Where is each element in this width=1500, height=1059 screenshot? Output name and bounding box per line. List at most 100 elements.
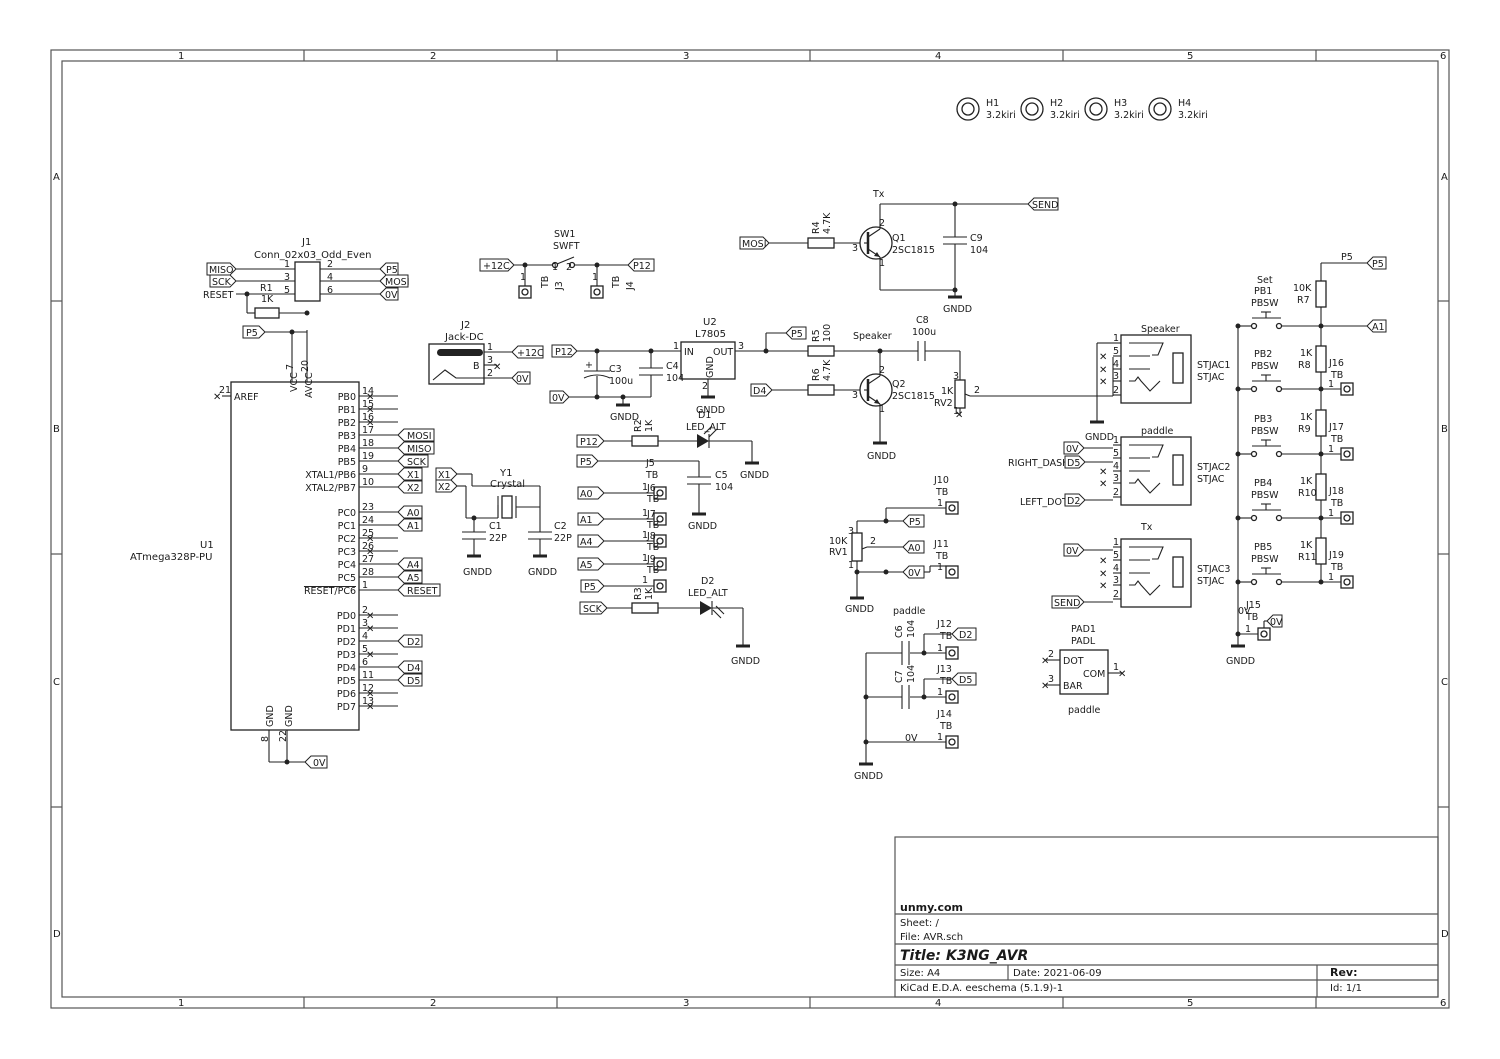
j2-0v-text: 0V — [516, 374, 529, 385]
title-block-size: Size: A4 — [900, 968, 940, 979]
tb-value: TB — [646, 520, 659, 531]
u1-pin-number: 3 — [362, 618, 368, 629]
button-value: PBSW — [1251, 490, 1279, 501]
c5-p5-text: P5 — [580, 457, 592, 468]
ladder-j-value: TB — [1330, 498, 1343, 509]
button-contact — [1275, 514, 1283, 522]
h2-value: 3.2kiri — [1050, 110, 1080, 121]
u1-pin-label: PC0 — [338, 508, 356, 519]
q1-pin2: 2 — [879, 218, 885, 229]
u2-gnd: GND — [705, 356, 716, 378]
u2-value: L7805 — [695, 329, 726, 340]
tb-net-label-tag — [577, 534, 605, 548]
u1-net-label-tag — [397, 660, 423, 674]
pad1-nc-com: ✕ — [1118, 669, 1126, 680]
r4-resistor — [807, 237, 835, 249]
rv1-pin1: 1 — [848, 560, 854, 571]
q2-gndd: GNDD — [867, 451, 896, 462]
rv2-potentiometer — [954, 379, 966, 409]
j15-value: TB — [1245, 612, 1258, 623]
u1-pin-number: 13 — [362, 696, 374, 707]
u1-no-connect: ✕ — [366, 547, 374, 558]
c6-value: 104 — [906, 620, 917, 638]
j-p5-row-pin: 1 — [642, 575, 648, 586]
c5-ref: C5 — [715, 470, 728, 481]
u1-net-label-tag — [397, 570, 423, 584]
q1-gndd: GNDD — [943, 304, 972, 315]
j2-n1: 1 — [487, 342, 493, 353]
col-label-6-bottom: 6 — [1440, 998, 1446, 1009]
ladder-r-value: 1K — [1300, 348, 1313, 359]
tb-pin: 1 — [642, 553, 648, 564]
j13-d5-text: D5 — [959, 675, 972, 686]
j15-0v-label: 0V — [1266, 614, 1283, 628]
title-block-tool: KiCad E.D.A. eeschema (5.1.9)-1 — [900, 983, 1063, 994]
u1-pin-number: 9 — [362, 464, 368, 475]
q1-send-text: SEND — [1032, 200, 1058, 211]
col-label-5-bottom: 5 — [1187, 998, 1193, 1009]
stjac2-d2-text: D2 — [1067, 496, 1080, 507]
col-label-2-bottom: 2 — [430, 998, 436, 1009]
title-block-company: unmy.com — [900, 901, 963, 914]
ladder-j-ref: J19 — [1328, 550, 1344, 561]
u1-no-connect: ✕ — [366, 611, 374, 622]
d1-p12-label: P12 — [576, 434, 605, 448]
u1-pin-number: 17 — [362, 425, 374, 436]
u1-no-connect: ✕ — [366, 392, 374, 403]
u1-vcc-num: 7 — [285, 364, 296, 370]
tb-net-label-tag — [577, 557, 605, 571]
u1-pin-label: PD5 — [337, 676, 356, 687]
stjac3-0v-label: 0V — [1063, 543, 1085, 557]
u1-pin-label: RESET/PC6 — [304, 586, 356, 597]
tb-ref: J6 — [646, 483, 656, 494]
u1-atmega328p: U1 ATmega328P-PU AREF 21 ✕ VCC AVCC 7 20… — [130, 330, 441, 769]
j3-tb: TB — [540, 276, 551, 289]
j1-value: Conn_02x03_Odd_Even — [254, 250, 371, 261]
button-ref: PB1 — [1254, 286, 1272, 297]
stjac-no-connect: ✕ — [1099, 467, 1107, 478]
tb-net-label: A5 — [580, 560, 593, 571]
u1-net-label-tag — [397, 583, 441, 597]
j-p5-row-text: P5 — [584, 582, 596, 593]
sw1-value: SWFT — [553, 241, 580, 252]
j4-tb: TB — [611, 276, 622, 289]
ladder-r-value: 1K — [1300, 412, 1313, 423]
u2-gndd-b: GNDD — [696, 405, 725, 416]
stjac3-send-text: SEND — [1054, 598, 1080, 609]
u1-pin-number: 25 — [362, 528, 374, 539]
u1-net-label: SCK — [407, 457, 427, 468]
u1-pin-number: 5 — [362, 644, 368, 655]
r3-ref: R3 — [633, 587, 644, 600]
title-block-file: File: AVR.sch — [900, 932, 963, 943]
button-ref: PB5 — [1254, 542, 1272, 553]
j14-pin: 1 — [937, 732, 943, 743]
h4-value: 3.2kiri — [1178, 110, 1208, 121]
stjac-pin-num: 4 — [1113, 359, 1119, 370]
j1-miso-label: MISO — [206, 262, 237, 276]
ladder-j-ref: J18 — [1328, 486, 1344, 497]
stjac3-0v-text: 0V — [1066, 546, 1079, 557]
j1-sck-label: SCK — [209, 274, 237, 288]
r2-value: 1K — [644, 419, 655, 432]
j2-b: B — [473, 361, 480, 372]
j4-ref: J4 — [625, 281, 636, 291]
stjac-contacts — [1129, 444, 1164, 494]
p5-label-u1-text: P5 — [246, 328, 258, 339]
ladder-r-value: 1K — [1300, 476, 1313, 487]
u1-net-label: MISO — [407, 444, 432, 455]
j12-d2-text: D2 — [959, 630, 972, 641]
q2-pin3: 3 — [852, 390, 858, 401]
u1-net-label-tag — [397, 505, 423, 519]
button-contact — [1275, 322, 1283, 330]
stjac-pin-num: 2 — [1113, 589, 1119, 600]
j2-nc: ✕ — [493, 362, 501, 373]
ladder-j-value: TB — [1330, 370, 1343, 381]
y1-value: Crystal — [490, 479, 525, 490]
sw1-n2: 2 — [566, 262, 572, 273]
col-label-5: 5 — [1187, 51, 1193, 62]
u1-pin-label: PD6 — [337, 689, 356, 700]
q2-speaker-stage: Speaker R5 100 C8 100u D4 R6 4.7K GNDD Q… — [750, 315, 1113, 462]
c5-gndd: GNDD — [688, 521, 717, 532]
